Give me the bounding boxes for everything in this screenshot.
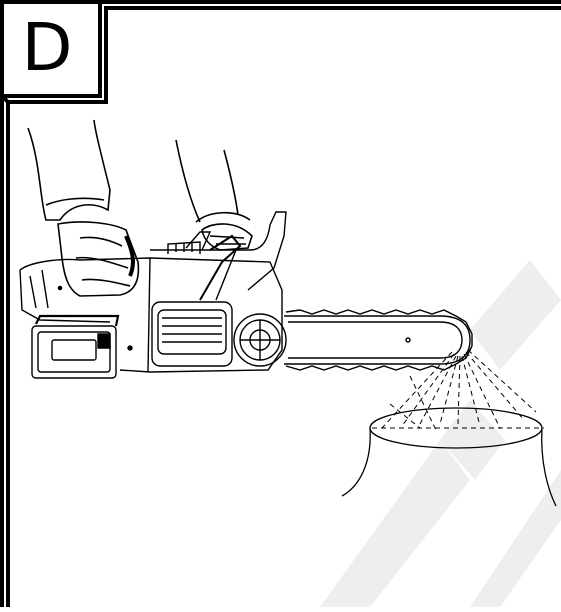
hand-icon — [176, 140, 252, 250]
hand-icon — [28, 120, 138, 296]
step-label: D — [0, 0, 94, 96]
